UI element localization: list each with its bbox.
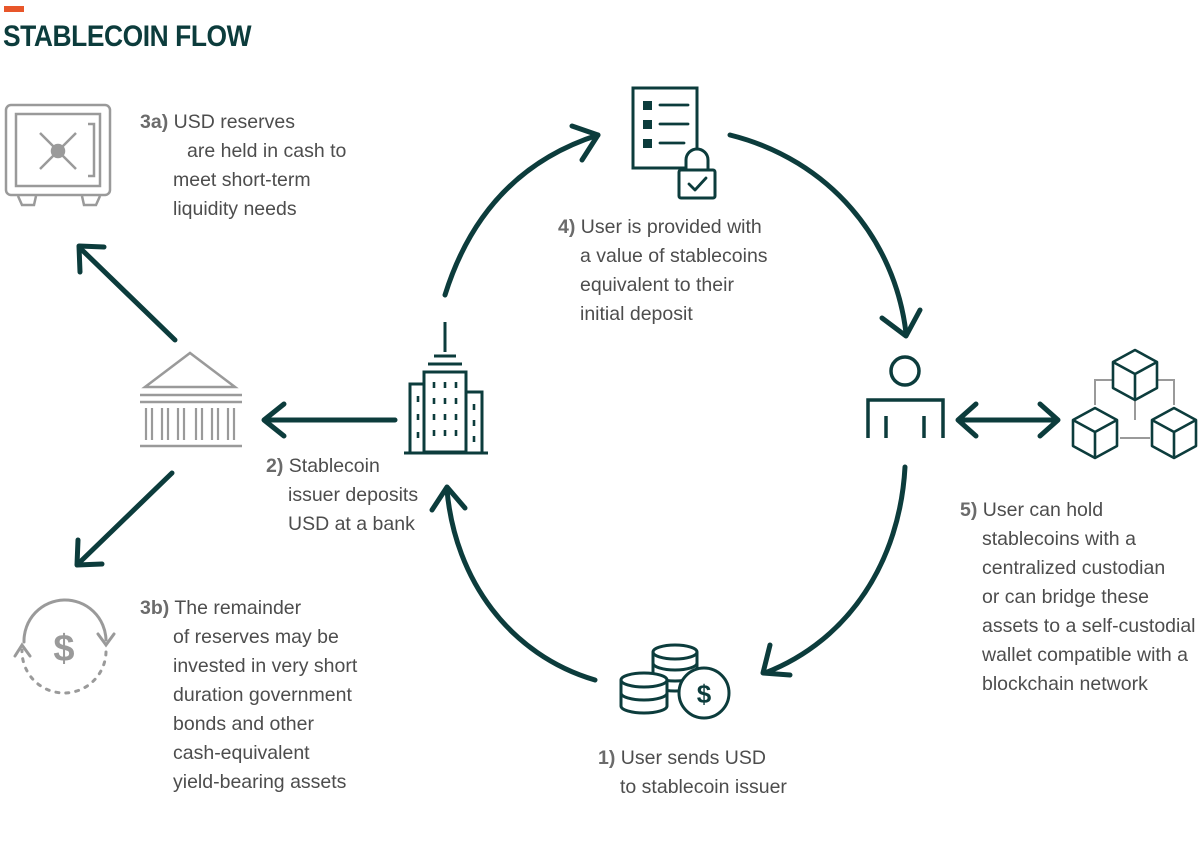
label-line: User can hold bbox=[982, 499, 1104, 521]
label-line: equivalent to their bbox=[580, 274, 734, 296]
label-line: meet short-term bbox=[173, 169, 311, 191]
label-line: The remainder bbox=[174, 597, 302, 619]
step-2-label: 2) Stablecoin issuer deposits USD at a b… bbox=[266, 452, 418, 539]
label-line: centralized custodian bbox=[982, 557, 1166, 579]
document-lock-icon bbox=[631, 86, 717, 200]
step-4-label: 4) User is provided with a value of stab… bbox=[558, 213, 768, 329]
label-line: stablecoins with a bbox=[982, 528, 1136, 550]
label-line: to stablecoin issuer bbox=[620, 776, 787, 798]
label-line: are held in cash to bbox=[187, 140, 347, 162]
step-number: 2) bbox=[266, 455, 284, 477]
label-line: bonds and other bbox=[173, 713, 314, 735]
step-number: 3b) bbox=[140, 597, 170, 619]
label-line: User is provided with bbox=[580, 216, 762, 238]
label-line: invested in very short bbox=[173, 655, 358, 677]
label-line: assets to a self-custodial bbox=[982, 615, 1196, 637]
label-line: User sends USD bbox=[620, 747, 766, 769]
bank-vault-icon bbox=[4, 103, 112, 207]
arrow-bank-to-cycle bbox=[74, 470, 175, 568]
label-line: duration government bbox=[173, 684, 352, 706]
step-number: 1) bbox=[598, 747, 616, 769]
arrow-tower-to-bank bbox=[261, 401, 398, 439]
label-line: a value of stablecoins bbox=[580, 245, 768, 267]
step-number: 3a) bbox=[140, 111, 169, 133]
arrow-document-to-user bbox=[727, 132, 923, 339]
label-line: initial deposit bbox=[580, 303, 693, 325]
label-line: USD reserves bbox=[173, 111, 295, 133]
label-line: USD at a bank bbox=[288, 513, 415, 535]
step-1-label: 1) User sends USD to stablecoin issuer bbox=[598, 744, 787, 802]
label-line: wallet compatible with a bbox=[982, 644, 1188, 666]
label-line: cash-equivalent bbox=[173, 742, 310, 764]
step-number: 5) bbox=[960, 499, 978, 521]
label-line: Stablecoin bbox=[288, 455, 380, 477]
page-title: STABLECOIN FLOW bbox=[3, 20, 252, 53]
step-3b-label: 3b) The remainder of reserves may be inv… bbox=[140, 594, 357, 797]
arrow-user-to-coins bbox=[760, 464, 908, 678]
label-line: liquidity needs bbox=[173, 198, 297, 220]
label-line: yield-bearing assets bbox=[173, 771, 347, 793]
coin-dollar-glyph: $ bbox=[697, 679, 712, 709]
arrow-bank-to-vault bbox=[76, 243, 178, 343]
label-line: or can bridge these bbox=[982, 586, 1149, 608]
office-tower-icon bbox=[404, 322, 488, 455]
step-5-label: 5) User can hold stablecoins with a cent… bbox=[960, 496, 1196, 699]
step-number: 4) bbox=[558, 216, 576, 238]
label-line: blockchain network bbox=[982, 673, 1148, 695]
user-icon bbox=[866, 355, 945, 438]
label-line: of reserves may be bbox=[173, 626, 339, 648]
arrow-coins-to-tower bbox=[429, 484, 598, 683]
bank-building-icon bbox=[140, 351, 242, 448]
label-line: issuer deposits bbox=[288, 484, 419, 506]
step-3a-label: 3a) USD reserves are held in cash to mee… bbox=[140, 108, 346, 224]
accent-bar bbox=[4, 6, 24, 12]
blockchain-cubes-icon bbox=[1071, 348, 1198, 460]
cycle-dollar-glyph: $ bbox=[53, 628, 74, 670]
arrow-tower-to-document bbox=[442, 123, 601, 298]
dollar-cycle-icon bbox=[13, 598, 116, 695]
coins-dollar-icon bbox=[619, 643, 731, 720]
arrow-user-blockchain bbox=[955, 401, 1061, 439]
